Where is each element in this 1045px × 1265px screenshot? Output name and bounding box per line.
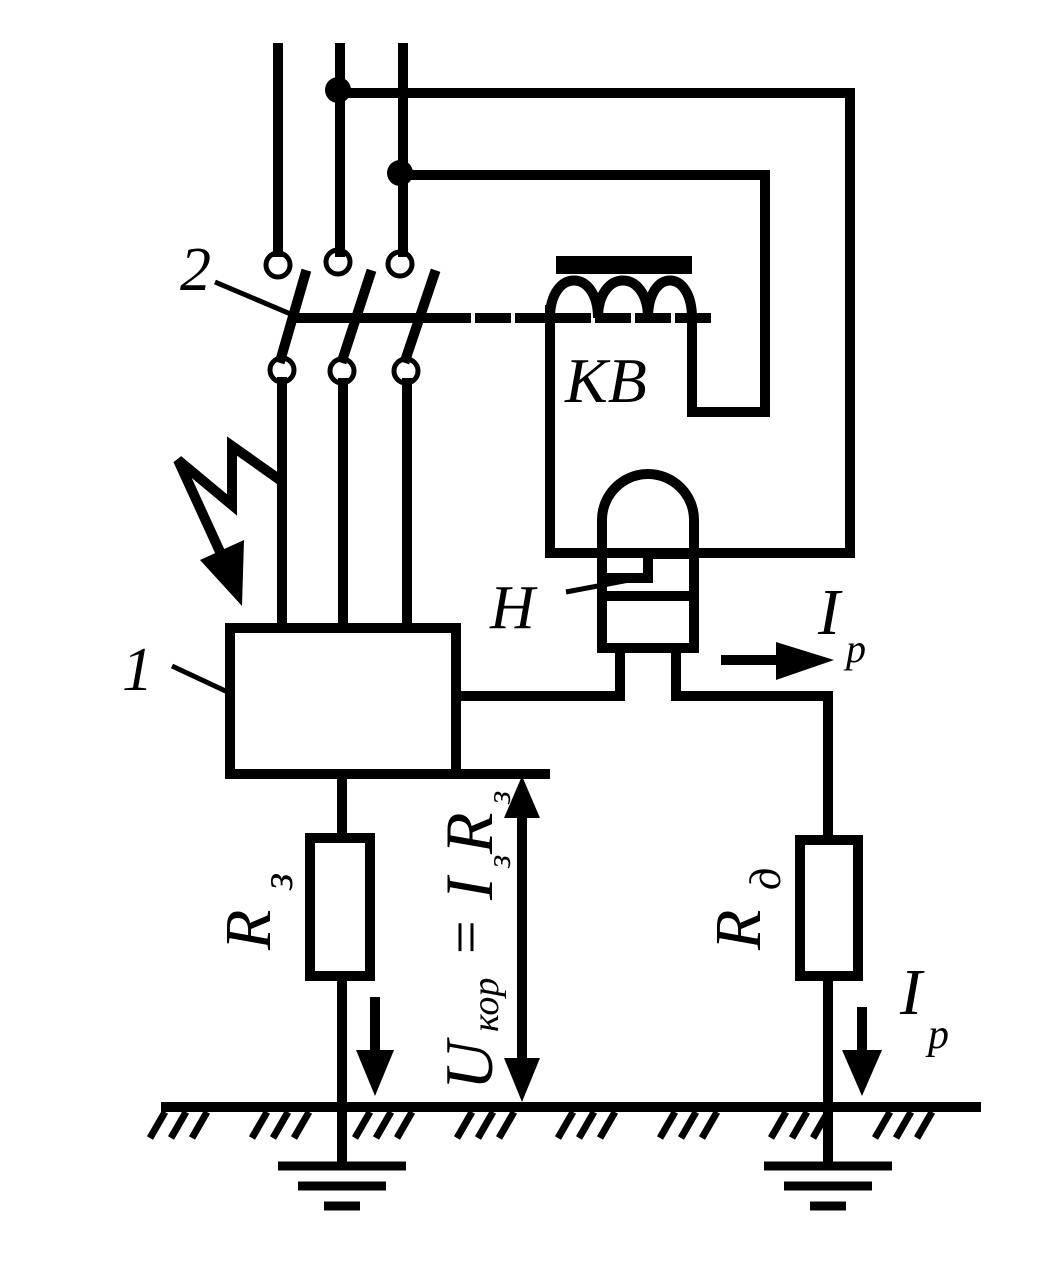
current-arrow-top [721,642,834,680]
voltage-u-sub: кор [465,978,507,1032]
filter-sensor [597,469,699,653]
ground-symbol-right-icon [764,1161,892,1211]
voltage-arrow [504,776,540,1102]
ground-symbol-left-icon [278,1161,406,1211]
current-arrow-left [356,997,394,1096]
voltage-formula: U кор = I з R з [431,791,518,1090]
current-top-label: I [817,576,843,649]
voltage-u: U [431,1037,507,1090]
switch-label: 2 [180,236,211,304]
current-arrow-right [842,1007,882,1096]
load-to-sensor-wire [451,643,625,701]
r3-resistor [305,833,375,981]
tap-wire-inner [398,170,770,417]
filter-leader [565,575,641,595]
filter-label: H [489,574,538,642]
load-label: 1 [122,636,153,704]
earth-hatching [146,1110,936,1140]
load-box [225,623,461,779]
relay-label: KB [564,345,647,416]
voltage-eq: = [433,918,499,959]
r3-sub: з [253,873,302,891]
r3-label: R [212,910,285,951]
voltage-i: I [431,874,507,901]
fault-lightning-icon [173,436,287,606]
current-bottom-sub: p [925,1012,949,1058]
voltage-i-sub: з [481,855,518,869]
sensor-to-electrode-wire [671,643,833,845]
rd-resistor [795,835,863,981]
tap-wire-outer [335,88,855,558]
voltage-r: R [431,812,507,855]
current-bottom-label: I [899,956,925,1029]
voltage-r-sub: з [481,791,518,805]
rd-label: R [702,910,775,951]
relay-coil [544,256,698,324]
switch-leader [214,279,301,321]
load-leader [170,663,234,697]
current-top-sub: p [843,626,866,671]
load-wires [277,377,412,633]
rd-sub: д [741,868,790,890]
